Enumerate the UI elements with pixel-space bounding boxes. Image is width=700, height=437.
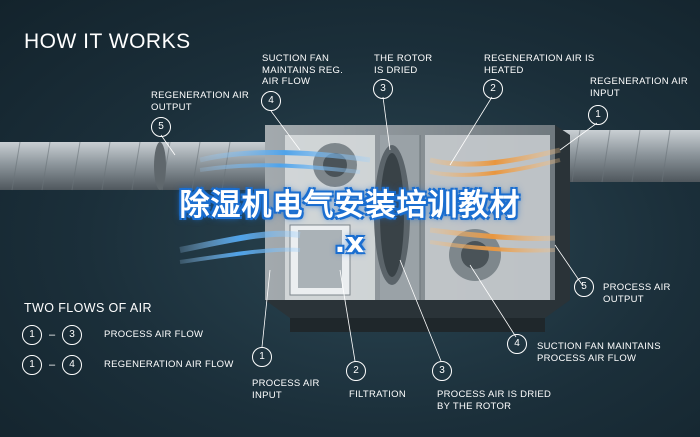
- regen-heated-label: REGENERATION AIR IS HEATED: [484, 53, 595, 76]
- step-1-icon: 1: [588, 105, 608, 125]
- page-title: HOW IT WORKS: [24, 30, 191, 53]
- process-dried-label: PROCESS AIR IS DRIED BY THE ROTOR: [437, 389, 552, 412]
- legend-dash: –: [48, 359, 56, 371]
- legend-label: REGENERATION AIR FLOW: [104, 359, 234, 371]
- process-input-label: PROCESS AIR INPUT: [252, 378, 320, 401]
- legend-to-icon: 3: [62, 325, 82, 345]
- step-3-process-icon: 3: [432, 361, 452, 381]
- suction-process-label: SUCTION FAN MAINTAINS PROCESS AIR FLOW: [537, 341, 661, 364]
- legend-to-icon: 4: [62, 355, 82, 375]
- legend-label: PROCESS AIR FLOW: [104, 329, 204, 341]
- legend-row-process: 1 – 3 PROCESS AIR FLOW: [22, 325, 203, 345]
- legend-from-icon: 1: [22, 355, 42, 375]
- step-3-icon: 3: [373, 79, 393, 99]
- regeneration-airflow: [199, 147, 561, 177]
- step-5-icon: 5: [151, 117, 171, 137]
- legend-row-regeneration: 1 – 4 REGENERATION AIR FLOW: [22, 355, 234, 375]
- rotor-dried-label: THE ROTOR IS DRIED: [374, 53, 433, 76]
- step-2-process-icon: 2: [346, 361, 366, 381]
- callout-leaders: [160, 96, 598, 362]
- step-5-process-icon: 5: [574, 277, 594, 297]
- step-1-process-icon: 1: [252, 347, 272, 367]
- process-output-label: PROCESS AIR OUTPUT: [603, 282, 671, 305]
- overlay-title: 除湿机电气安装培训教材: [179, 188, 521, 223]
- right-duct: [560, 129, 700, 183]
- regen-input-label: REGENERATION AIR INPUT: [590, 76, 689, 99]
- filtration-label: FILTRATION: [349, 389, 407, 400]
- step-4-process-icon: 4: [507, 334, 527, 354]
- suction-regen-label: SUCTION FAN MAINTAINS REG. AIR FLOW: [262, 53, 344, 87]
- legend-dash: –: [48, 329, 56, 341]
- overlay-subtitle: .x: [334, 226, 366, 259]
- legend-title: TWO FLOWS OF AIR: [24, 301, 152, 315]
- step-4-icon: 4: [261, 91, 281, 111]
- process-airflow: [179, 227, 556, 264]
- step-2-icon: 2: [483, 79, 503, 99]
- legend-from-icon: 1: [22, 325, 42, 345]
- regen-output-label: REGENERATION AIR OUTPUT: [151, 90, 250, 113]
